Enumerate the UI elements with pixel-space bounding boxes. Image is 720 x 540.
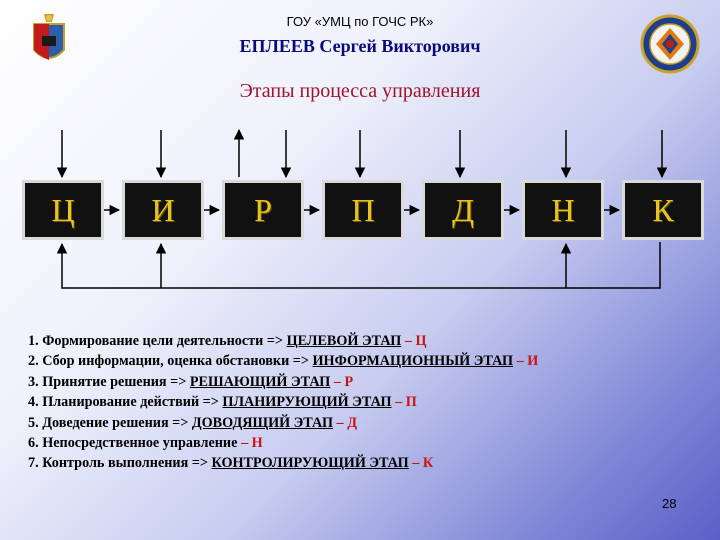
stage-box-d: Д <box>422 180 504 240</box>
stages-list: 1. Формирование цели деятельности => ЦЕЛ… <box>28 331 538 474</box>
karelia-coat-of-arms-icon <box>33 14 65 60</box>
stage-box-k: К <box>622 180 704 240</box>
slide-title: Этапы процесса управления <box>239 80 481 102</box>
list-item: 1. Формирование цели деятельности => ЦЕЛ… <box>28 333 427 349</box>
organization-name: ГОУ «УМЦ по ГОЧС РК» <box>286 14 434 29</box>
stage-box-r: Р <box>222 180 304 240</box>
list-item: 3. Принятие решения => РЕШАЮЩИЙ ЭТАП – Р <box>28 373 354 390</box>
list-item: 7. Контроль выполнения => КОНТРОЛИРУЮЩИЙ… <box>28 455 434 472</box>
feedback-line <box>56 242 661 289</box>
stage-box-p: П <box>322 180 404 240</box>
list-item: 4. Планирование действий => ПЛАНИРУЮЩИЙ … <box>28 394 417 411</box>
page-number: 28 <box>662 496 677 511</box>
stage-box-c: Ц <box>22 180 104 240</box>
list-item: 6. Непосредственное управление – Н <box>28 435 263 452</box>
stage-box-i: И <box>122 180 204 240</box>
emercom-emblem-icon <box>640 14 700 74</box>
list-item: 2. Сбор информации, оценка обстановки =>… <box>28 353 539 370</box>
author-name: ЕПЛЕЕВ Сергей Викторович <box>239 36 481 56</box>
stage-box-n: Н <box>522 180 604 240</box>
list-item: 5. Доведение решения => ДОВОДЯЩИЙ ЭТАП –… <box>28 414 357 431</box>
